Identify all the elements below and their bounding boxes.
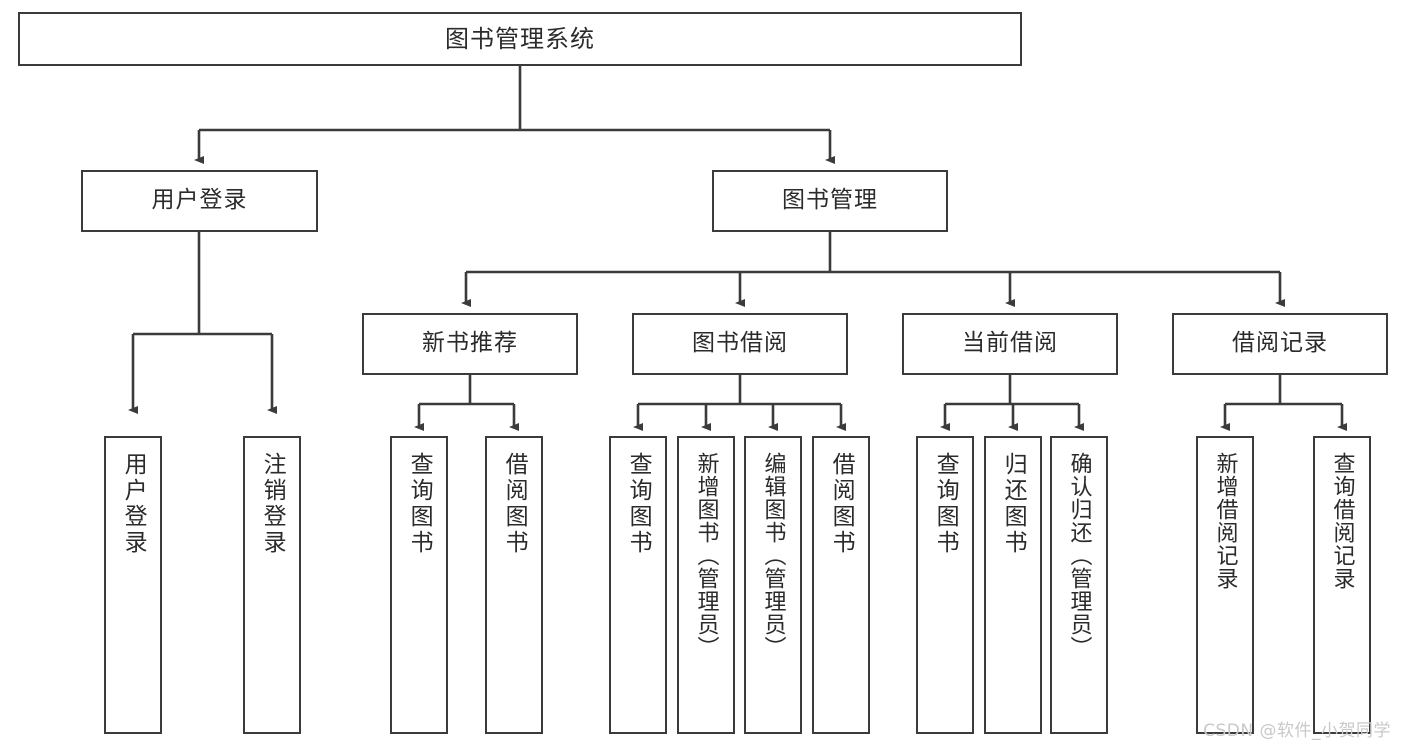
node-label: 归还图书 [1000, 452, 1027, 556]
node-label: 图书借阅 [692, 330, 788, 357]
node-label: 查询图书 [406, 452, 433, 556]
node-new-book-recommend[interactable]: 新书推荐 [362, 313, 578, 375]
node-borrow-record[interactable]: 借阅记录 [1172, 313, 1388, 375]
node-book-borrow[interactable]: 图书借阅 [632, 313, 848, 375]
node-user-login[interactable]: 用户登录 [81, 170, 318, 232]
node-label: 编辑图书（管理员） [760, 452, 786, 659]
node-current-borrow[interactable]: 当前借阅 [902, 313, 1118, 375]
node-root-book-management-system[interactable]: 图书管理系统 [18, 12, 1022, 66]
node-label: 注销登录 [259, 452, 286, 556]
watermark-text: CSDN @软件_小贺同学 [1203, 721, 1391, 741]
node-label: 借阅记录 [1232, 330, 1328, 357]
node-book-management[interactable]: 图书管理 [712, 170, 948, 232]
node-label: 图书管理 [782, 187, 878, 214]
node-label: 借阅图书 [828, 452, 855, 556]
node-label: 用户登录 [151, 187, 248, 214]
node-label: 新书推荐 [422, 330, 518, 357]
leaf-borrow-book-new[interactable]: 借阅图书 [485, 436, 543, 734]
leaf-query-book-current[interactable]: 查询图书 [916, 436, 974, 734]
node-label: 当前借阅 [962, 330, 1058, 357]
node-label: 查询借阅记录 [1329, 452, 1355, 590]
leaf-borrow-book[interactable]: 借阅图书 [812, 436, 870, 734]
leaf-query-book-borrow[interactable]: 查询图书 [609, 436, 667, 734]
node-label: 新增图书（管理员） [693, 452, 719, 659]
leaf-query-book-new[interactable]: 查询图书 [390, 436, 448, 734]
leaf-logout[interactable]: 注销登录 [243, 436, 301, 734]
leaf-user-login[interactable]: 用户登录 [104, 436, 162, 734]
node-label: 查询图书 [625, 452, 652, 556]
node-label: 确认归还（管理员） [1066, 452, 1092, 659]
leaf-return-book[interactable]: 归还图书 [984, 436, 1042, 734]
leaf-confirm-return-admin[interactable]: 确认归还（管理员） [1050, 436, 1108, 734]
node-label: 图书管理系统 [445, 24, 595, 53]
node-label: 新增借阅记录 [1212, 452, 1238, 590]
leaf-add-book-admin[interactable]: 新增图书（管理员） [677, 436, 735, 734]
leaf-add-borrow-record[interactable]: 新增借阅记录 [1196, 436, 1254, 734]
leaf-edit-book-admin[interactable]: 编辑图书（管理员） [744, 436, 802, 734]
node-label: 借阅图书 [501, 452, 528, 556]
leaf-query-borrow-record[interactable]: 查询借阅记录 [1313, 436, 1371, 734]
node-label: 用户登录 [120, 452, 147, 556]
node-label: 查询图书 [932, 452, 959, 556]
